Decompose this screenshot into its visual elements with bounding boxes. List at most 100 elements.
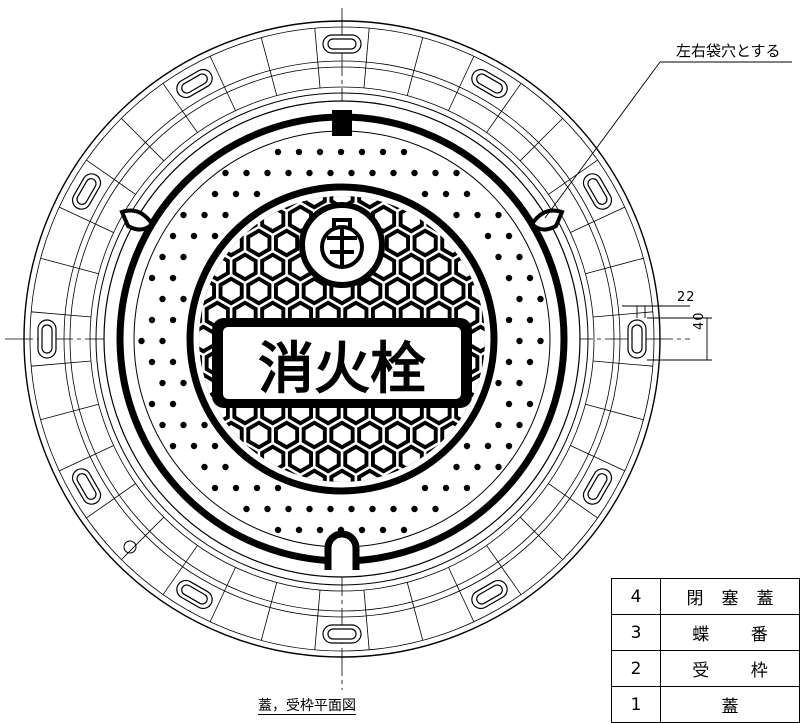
texture-dot xyxy=(264,505,271,513)
frame-rib xyxy=(260,582,278,641)
frame-rib xyxy=(519,118,563,162)
texture-dot xyxy=(516,337,523,345)
texture-dot xyxy=(495,379,502,387)
frame-rib xyxy=(260,37,278,96)
texture-dot xyxy=(180,295,187,303)
frame-rib xyxy=(585,403,644,421)
hinge-notch xyxy=(332,110,352,136)
cover: 消火栓 xyxy=(103,100,581,578)
texture-dot xyxy=(369,169,376,177)
name-plate-inner xyxy=(221,325,463,401)
hex-hole xyxy=(388,233,407,253)
hex-hole xyxy=(388,281,407,301)
hex-hole xyxy=(361,281,379,301)
frame-slot-inner xyxy=(476,73,503,94)
texture-dot xyxy=(505,232,513,240)
texture-dot xyxy=(526,358,534,366)
hex-cell xyxy=(357,196,383,210)
part-number: 3 xyxy=(611,614,661,651)
texture-dot xyxy=(505,442,513,450)
frame-rib xyxy=(314,28,321,88)
texture-dot xyxy=(358,526,366,534)
texture-dot xyxy=(159,295,166,303)
frame-slot-inner xyxy=(587,178,608,205)
texture-dot xyxy=(442,190,450,198)
texture-dot xyxy=(243,169,250,177)
texture-dot xyxy=(400,148,408,156)
frame-rib xyxy=(162,545,198,595)
texture-dot xyxy=(348,505,355,513)
texture-dot xyxy=(526,400,534,408)
frame-slot-inner xyxy=(327,38,357,50)
texture-dot xyxy=(180,379,187,387)
texture-dot xyxy=(327,169,334,177)
frame-rib xyxy=(31,311,91,318)
texture-dot xyxy=(432,169,439,177)
hex-hole xyxy=(236,257,254,277)
side-pocket-left xyxy=(119,208,155,232)
frame-slot-inner xyxy=(476,584,503,605)
frame-rib xyxy=(593,360,653,367)
hex-hole xyxy=(305,281,323,301)
texture-dot xyxy=(190,442,198,450)
texture-dot xyxy=(201,421,208,429)
texture-dot xyxy=(169,400,177,408)
texture-dot xyxy=(274,148,282,156)
hex-hole xyxy=(361,473,379,482)
hex-hole xyxy=(305,196,323,205)
texture-dot xyxy=(463,484,471,492)
texture-dot xyxy=(505,316,513,324)
frame-slot-inner xyxy=(181,584,208,605)
texture-dot xyxy=(148,358,156,366)
texture-dot xyxy=(180,211,187,219)
frame-rib xyxy=(363,28,370,88)
frame-slot xyxy=(582,173,613,210)
hex-hole xyxy=(430,257,448,277)
texture-dot xyxy=(169,442,177,450)
frame-slot xyxy=(71,468,102,505)
texture-dot xyxy=(264,169,271,177)
frame-rib xyxy=(40,403,99,421)
key-slot xyxy=(324,530,360,570)
texture-dot xyxy=(159,421,166,429)
texture-dot xyxy=(285,505,292,513)
part-name: 閉塞蓋 xyxy=(660,578,800,615)
texture-dot xyxy=(390,169,397,177)
texture-dot xyxy=(222,211,229,219)
hex-hole xyxy=(333,425,351,445)
texture-dot xyxy=(516,295,523,303)
texture-dot xyxy=(138,337,145,345)
frame-slot xyxy=(37,319,57,359)
frame-slot-inner xyxy=(76,178,97,205)
hex-cell xyxy=(329,196,355,210)
texture-dot xyxy=(453,169,460,177)
texture-dot xyxy=(337,148,345,156)
frame-rib xyxy=(209,567,236,622)
texture-dot xyxy=(169,274,177,282)
hex-cell xyxy=(329,468,355,482)
emblem-text: 消火栓 xyxy=(258,337,426,402)
texture-dot xyxy=(148,274,156,282)
frame-slot xyxy=(71,173,102,210)
note-side-pockets: 左右袋穴とする xyxy=(676,42,781,60)
hex-cell xyxy=(301,468,327,482)
texture-dot xyxy=(421,484,429,492)
texture-dot xyxy=(358,148,366,156)
texture-dot xyxy=(505,400,513,408)
hex-hole xyxy=(444,281,462,301)
texture-dot xyxy=(537,295,544,303)
part-number: 4 xyxy=(611,578,661,615)
frame-rib xyxy=(31,360,91,367)
texture-dot xyxy=(159,253,166,261)
parts-row: 2 受 枠 xyxy=(611,650,800,687)
texture-dot xyxy=(222,463,229,471)
drain-hole xyxy=(123,540,137,554)
hex-hole xyxy=(250,425,268,445)
texture-dot xyxy=(516,253,523,261)
frame-rib xyxy=(363,590,370,650)
texture-dot xyxy=(169,358,177,366)
hex-hole xyxy=(471,329,485,349)
frame-rib xyxy=(86,159,136,195)
frame-slot xyxy=(627,319,647,359)
